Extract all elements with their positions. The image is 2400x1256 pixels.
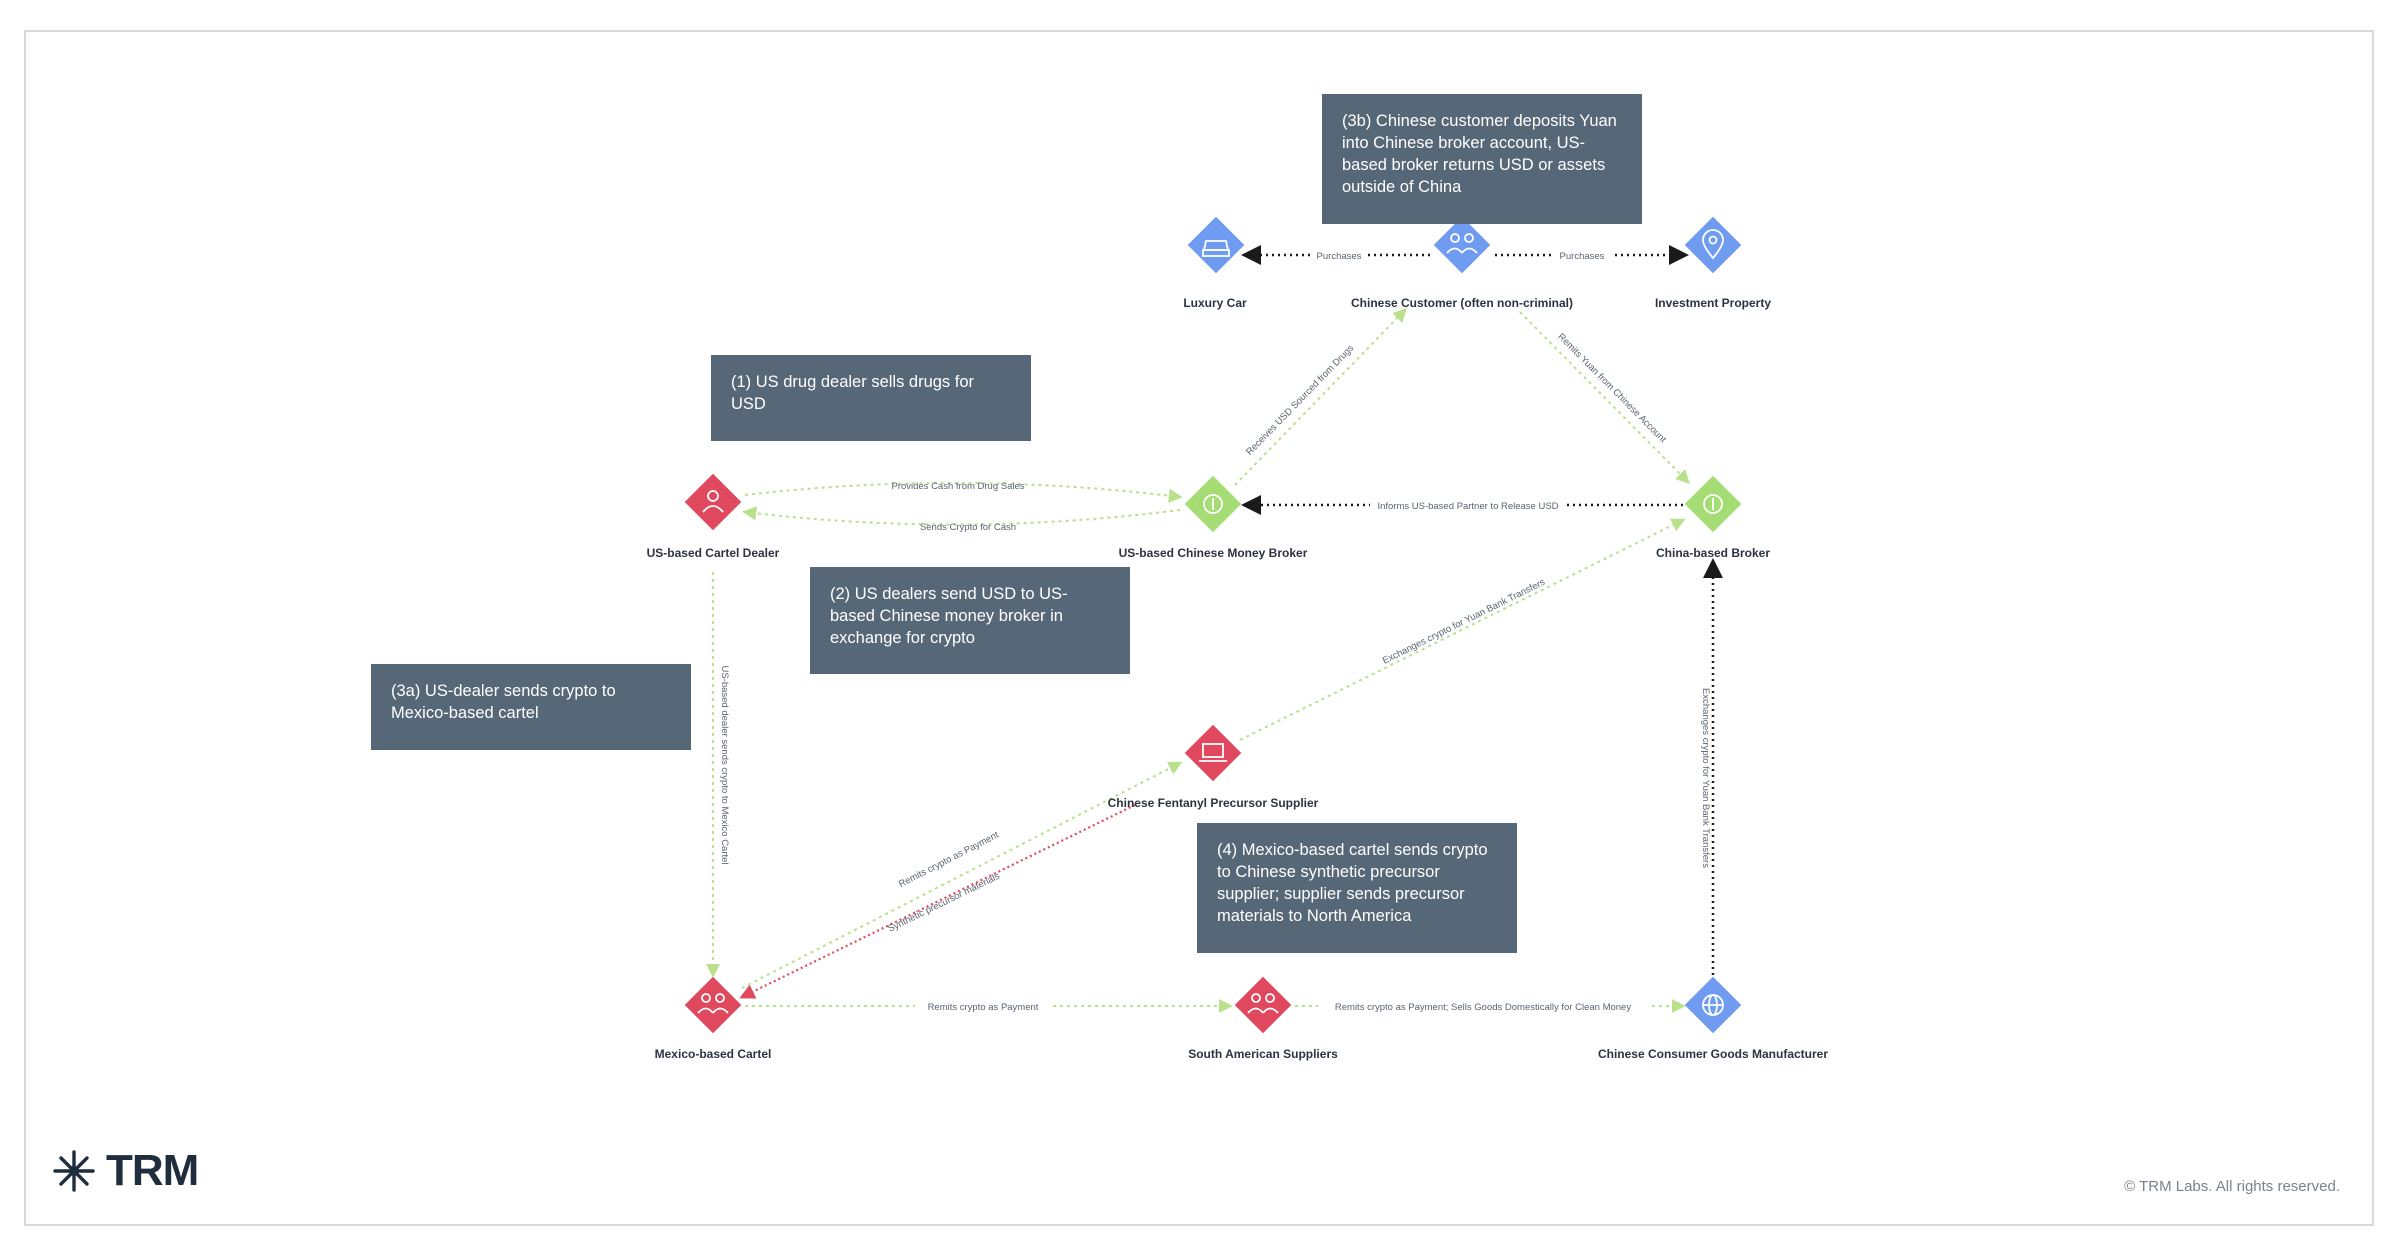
- node-label-mexico-cartel: Mexico-based Cartel: [655, 1047, 772, 1061]
- edge-dealer-to-mexico: US-based dealer sends crypto to Mexico C…: [706, 572, 730, 978]
- laptop-icon: [1199, 743, 1227, 762]
- node-label-investment-property: Investment Property: [1655, 296, 1771, 310]
- node-label-fentanyl-supplier: Chinese Fentanyl Precursor Supplier: [1108, 796, 1319, 810]
- step-box-3b: (3b) Chinese customer deposits Yuan into…: [1322, 94, 1642, 224]
- node-label-south-american: South American Suppliers: [1188, 1047, 1338, 1061]
- edge-label-purchases-property: Purchases: [1560, 251, 1605, 262]
- edge-label-sells-goods: Remits crypto as Payment; Sells Goods Do…: [1335, 1002, 1631, 1013]
- copyright-text: © TRM Labs. All rights reserved.: [2124, 1178, 2340, 1195]
- edge-label-informs-partner: Informs US-based Partner to Release USD: [1377, 501, 1558, 512]
- edge-exchanges-manufacturer: Exchanges crypto for Yuan Bank Transfers: [1700, 558, 1723, 975]
- node-fentanyl-supplier: Chinese Fentanyl Precursor Supplier: [1108, 724, 1319, 810]
- node-label-china-broker: China-based Broker: [1656, 546, 1770, 560]
- dollar-icon: [1703, 494, 1723, 514]
- edge-sells-goods: Remits crypto as Payment; Sells Goods Do…: [1295, 998, 1686, 1014]
- car-icon: [1202, 240, 1230, 257]
- step-box-4: (4) Mexico-based cartel sends crypto to …: [1197, 823, 1517, 953]
- node-mexico-cartel: Mexico-based Cartel: [655, 976, 772, 1061]
- node-china-broker: China-based Broker: [1656, 475, 1770, 560]
- location-pin-icon: [1702, 229, 1724, 260]
- edge-remits-yuan: Remits Yuan from Chinese Account: [1519, 311, 1690, 484]
- globe-icon: [1702, 994, 1724, 1016]
- people-icon: [1446, 233, 1478, 254]
- trm-logo: TRM: [50, 1146, 199, 1196]
- node-us-cartel-dealer: US-based Cartel Dealer: [647, 473, 780, 560]
- node-us-money-broker: US-based Chinese Money Broker: [1119, 475, 1308, 560]
- edge-purchases-car: Purchases: [1241, 245, 1430, 265]
- step-box-3a: (3a) US-dealer sends crypto to Mexico-ba…: [371, 664, 691, 750]
- node-chinese-customer: Chinese Customer (often non-criminal): [1351, 216, 1573, 310]
- person-icon: [702, 490, 724, 513]
- edge-label-dealer-to-mexico: US-based dealer sends crypto to Mexico C…: [719, 665, 730, 864]
- step-box-1: (1) US drug dealer sells drugs for USD: [711, 355, 1031, 441]
- people-icon: [697, 993, 729, 1014]
- node-label-chinese-customer: Chinese Customer (often non-criminal): [1351, 296, 1573, 310]
- node-label-luxury-car: Luxury Car: [1183, 296, 1247, 310]
- step-box-2: (2) US dealers send USD to US-based Chin…: [810, 567, 1130, 674]
- trm-asterisk-icon: [53, 1150, 95, 1192]
- edge-label-sends-crypto: Sends Crypto for Cash: [920, 522, 1016, 533]
- edge-label-remits-payment-sa: Remits crypto as Payment: [928, 1002, 1039, 1013]
- dollar-icon: [1203, 494, 1223, 514]
- node-south-american: South American Suppliers: [1188, 976, 1338, 1061]
- node-label-consumer-goods: Chinese Consumer Goods Manufacturer: [1598, 1047, 1828, 1061]
- node-luxury-car: Luxury Car: [1183, 216, 1247, 310]
- edge-provides-cash: Provides Cash from Drug Sales: [744, 481, 1183, 503]
- edge-label-provides-cash: Provides Cash from Drug Sales: [891, 481, 1024, 492]
- people-icon: [1247, 993, 1279, 1014]
- edge-label-exchanges-supplier: Exchanges crypto for Yuan Bank Transfers: [1381, 577, 1547, 667]
- edge-sends-crypto: Sends Crypto for Cash: [742, 506, 1181, 533]
- edge-remits-payment-sa: Remits crypto as Payment: [745, 998, 1233, 1014]
- edge-label-remits-yuan: Remits Yuan from Chinese Account: [1555, 331, 1668, 445]
- edge-purchases-property: Purchases: [1495, 245, 1689, 265]
- edge-receives-usd: Receives USD Sourced from Drugs: [1234, 307, 1407, 486]
- edge-synthetic-materials: Synthetic precursor materials: [739, 804, 1136, 999]
- edge-label-purchases-car: Purchases: [1317, 251, 1362, 262]
- edge-label-receives-usd: Receives USD Sourced from Drugs: [1244, 343, 1356, 458]
- edge-label-exchanges-manufacturer: Exchanges crypto for Yuan Bank Transfers: [1700, 688, 1711, 868]
- node-investment-property: Investment Property: [1655, 216, 1771, 310]
- node-label-us-money-broker: US-based Chinese Money Broker: [1119, 546, 1308, 560]
- node-label-us-cartel-dealer: US-based Cartel Dealer: [647, 546, 780, 560]
- diagram-frame: [24, 30, 2374, 1226]
- edge-informs-partner: Informs US-based Partner to Release USD: [1241, 495, 1683, 515]
- node-consumer-goods: Chinese Consumer Goods Manufacturer: [1598, 976, 1828, 1061]
- trm-logo-text: TRM: [106, 1146, 199, 1195]
